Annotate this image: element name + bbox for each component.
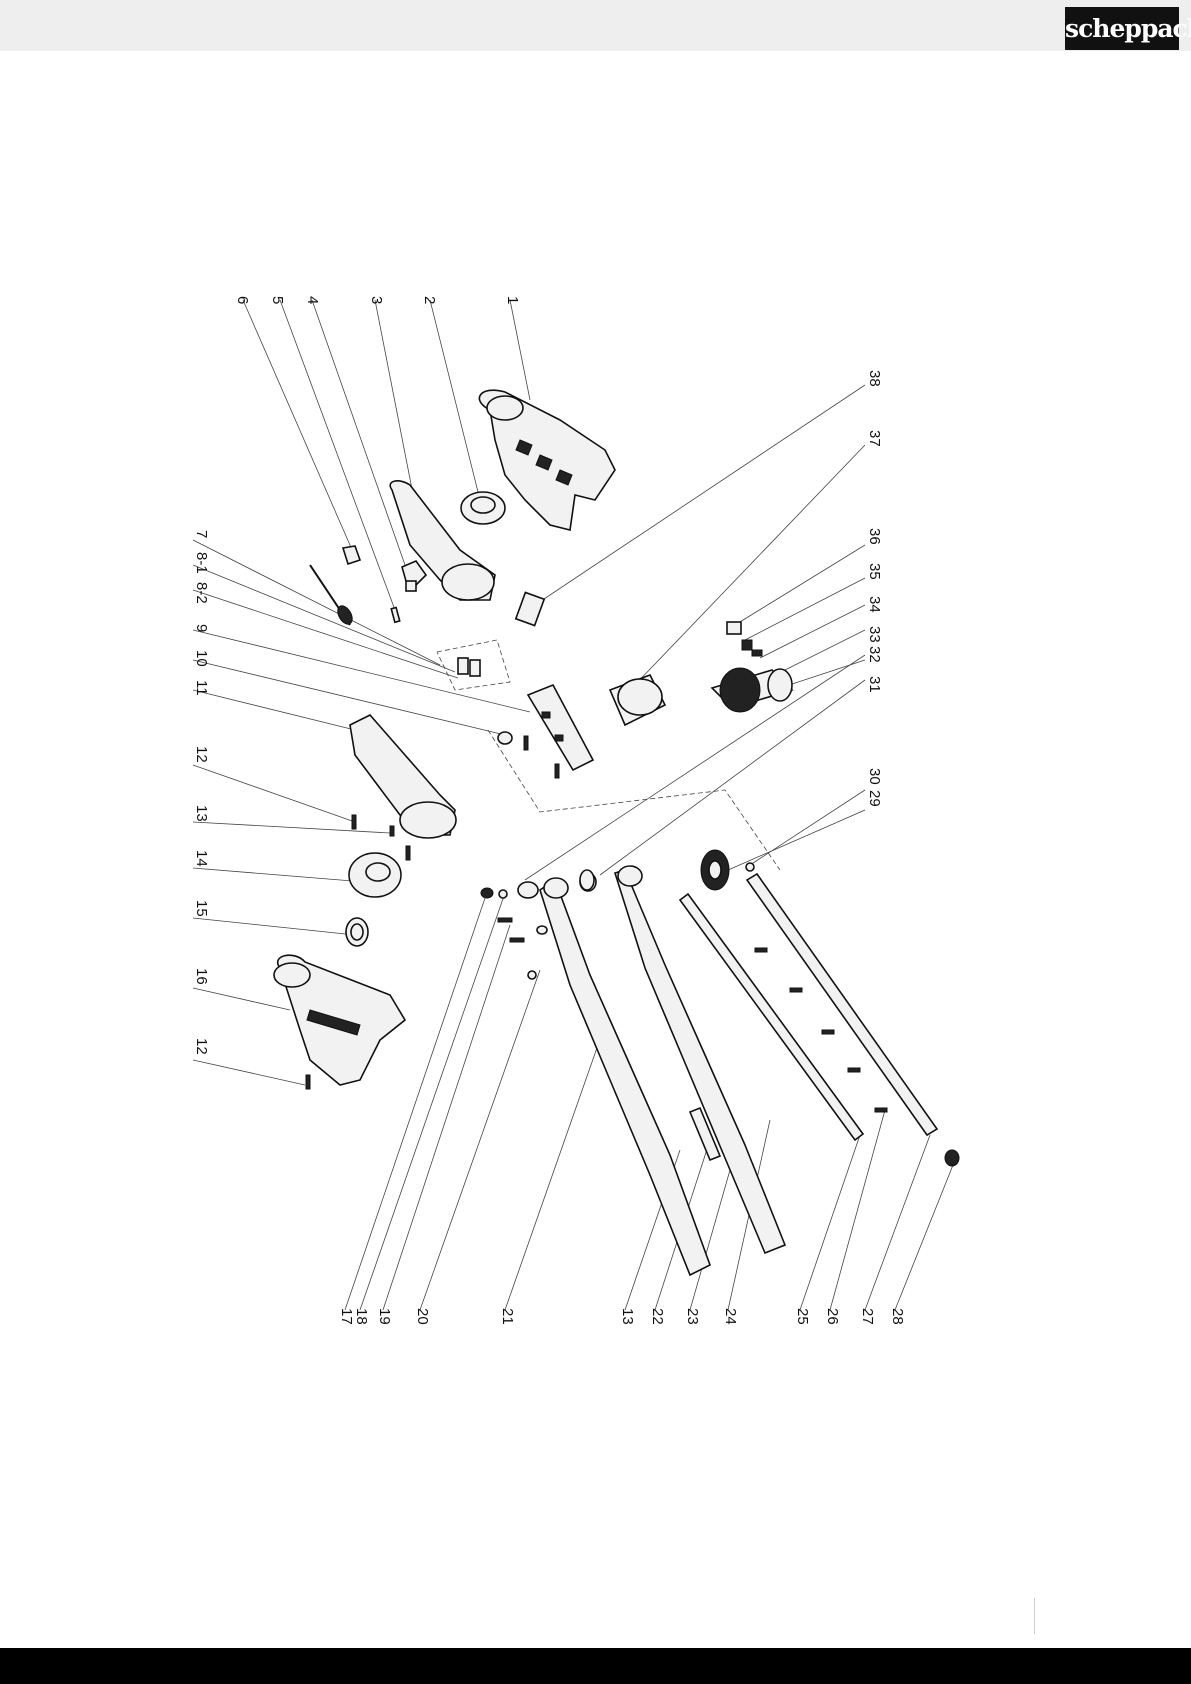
label-26: 26 (824, 1308, 841, 1325)
label-13a: 13 (193, 805, 210, 822)
label-12b: 12 (193, 1038, 210, 1055)
label-12a: 12 (193, 746, 210, 763)
label-27: 27 (859, 1308, 876, 1325)
label-37: 37 (866, 430, 883, 447)
label-8-1: 8-1 (193, 552, 210, 574)
label-28: 28 (889, 1308, 906, 1325)
label-10: 10 (193, 650, 210, 667)
page-mark-line (1034, 1598, 1035, 1634)
label-8-2: 8-2 (193, 582, 210, 604)
label-32: 32 (866, 646, 883, 663)
label-38: 38 (866, 370, 883, 387)
label-21: 21 (499, 1308, 516, 1325)
label-11: 11 (193, 680, 210, 696)
label-3: 3 (368, 296, 385, 304)
label-18: 18 (353, 1308, 370, 1325)
label-23: 23 (684, 1308, 701, 1325)
label-29: 29 (866, 790, 883, 807)
footer-bar (0, 1648, 1191, 1684)
label-7: 7 (193, 530, 210, 538)
label-19: 19 (376, 1308, 393, 1325)
label-31: 31 (866, 676, 883, 693)
label-25: 25 (794, 1308, 811, 1325)
label-15: 15 (193, 900, 210, 917)
label-14: 14 (193, 850, 210, 867)
label-22: 22 (649, 1308, 666, 1325)
label-36: 36 (866, 528, 883, 545)
label-9: 9 (193, 624, 210, 632)
label-20: 20 (414, 1308, 431, 1325)
label-6: 6 (234, 296, 251, 304)
label-16: 16 (193, 968, 210, 985)
label-34: 34 (866, 596, 883, 613)
label-33: 33 (866, 626, 883, 643)
label-30: 30 (866, 768, 883, 785)
label-35: 35 (866, 563, 883, 580)
label-1: 1 (504, 296, 521, 304)
label-13b: 13 (619, 1308, 636, 1325)
label-24: 24 (722, 1308, 739, 1325)
label-17: 17 (338, 1308, 355, 1325)
label-4: 4 (304, 296, 321, 304)
label-2: 2 (421, 296, 438, 304)
label-5: 5 (269, 296, 286, 304)
